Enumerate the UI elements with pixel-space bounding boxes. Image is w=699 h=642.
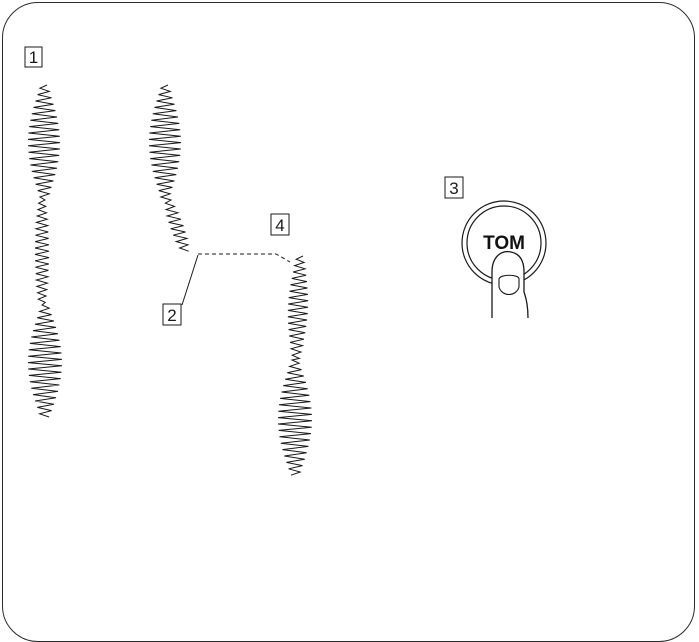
label-box-1: 1 <box>24 46 43 68</box>
finger-icon <box>491 250 529 319</box>
label-2-text: 2 <box>167 306 176 325</box>
stitch-pattern-middle-upper <box>148 84 190 252</box>
stitch-pattern-left <box>27 84 62 418</box>
stitch-pattern-middle-lower <box>277 255 313 476</box>
tom-button-label: TOM <box>483 233 525 254</box>
label-1-text: 1 <box>29 48 38 67</box>
label-box-4: 4 <box>270 213 290 236</box>
label-3-text: 3 <box>449 179 458 198</box>
label-4-text: 4 <box>275 216 284 235</box>
label-box-2: 2 <box>162 303 182 326</box>
label-box-3: 3 <box>444 176 464 199</box>
leader-line-2 <box>181 254 199 306</box>
dashed-connector <box>198 253 291 263</box>
diagram-svg: 1 2 3 4 TOM <box>24 46 547 476</box>
tom-button: TOM <box>461 200 547 286</box>
